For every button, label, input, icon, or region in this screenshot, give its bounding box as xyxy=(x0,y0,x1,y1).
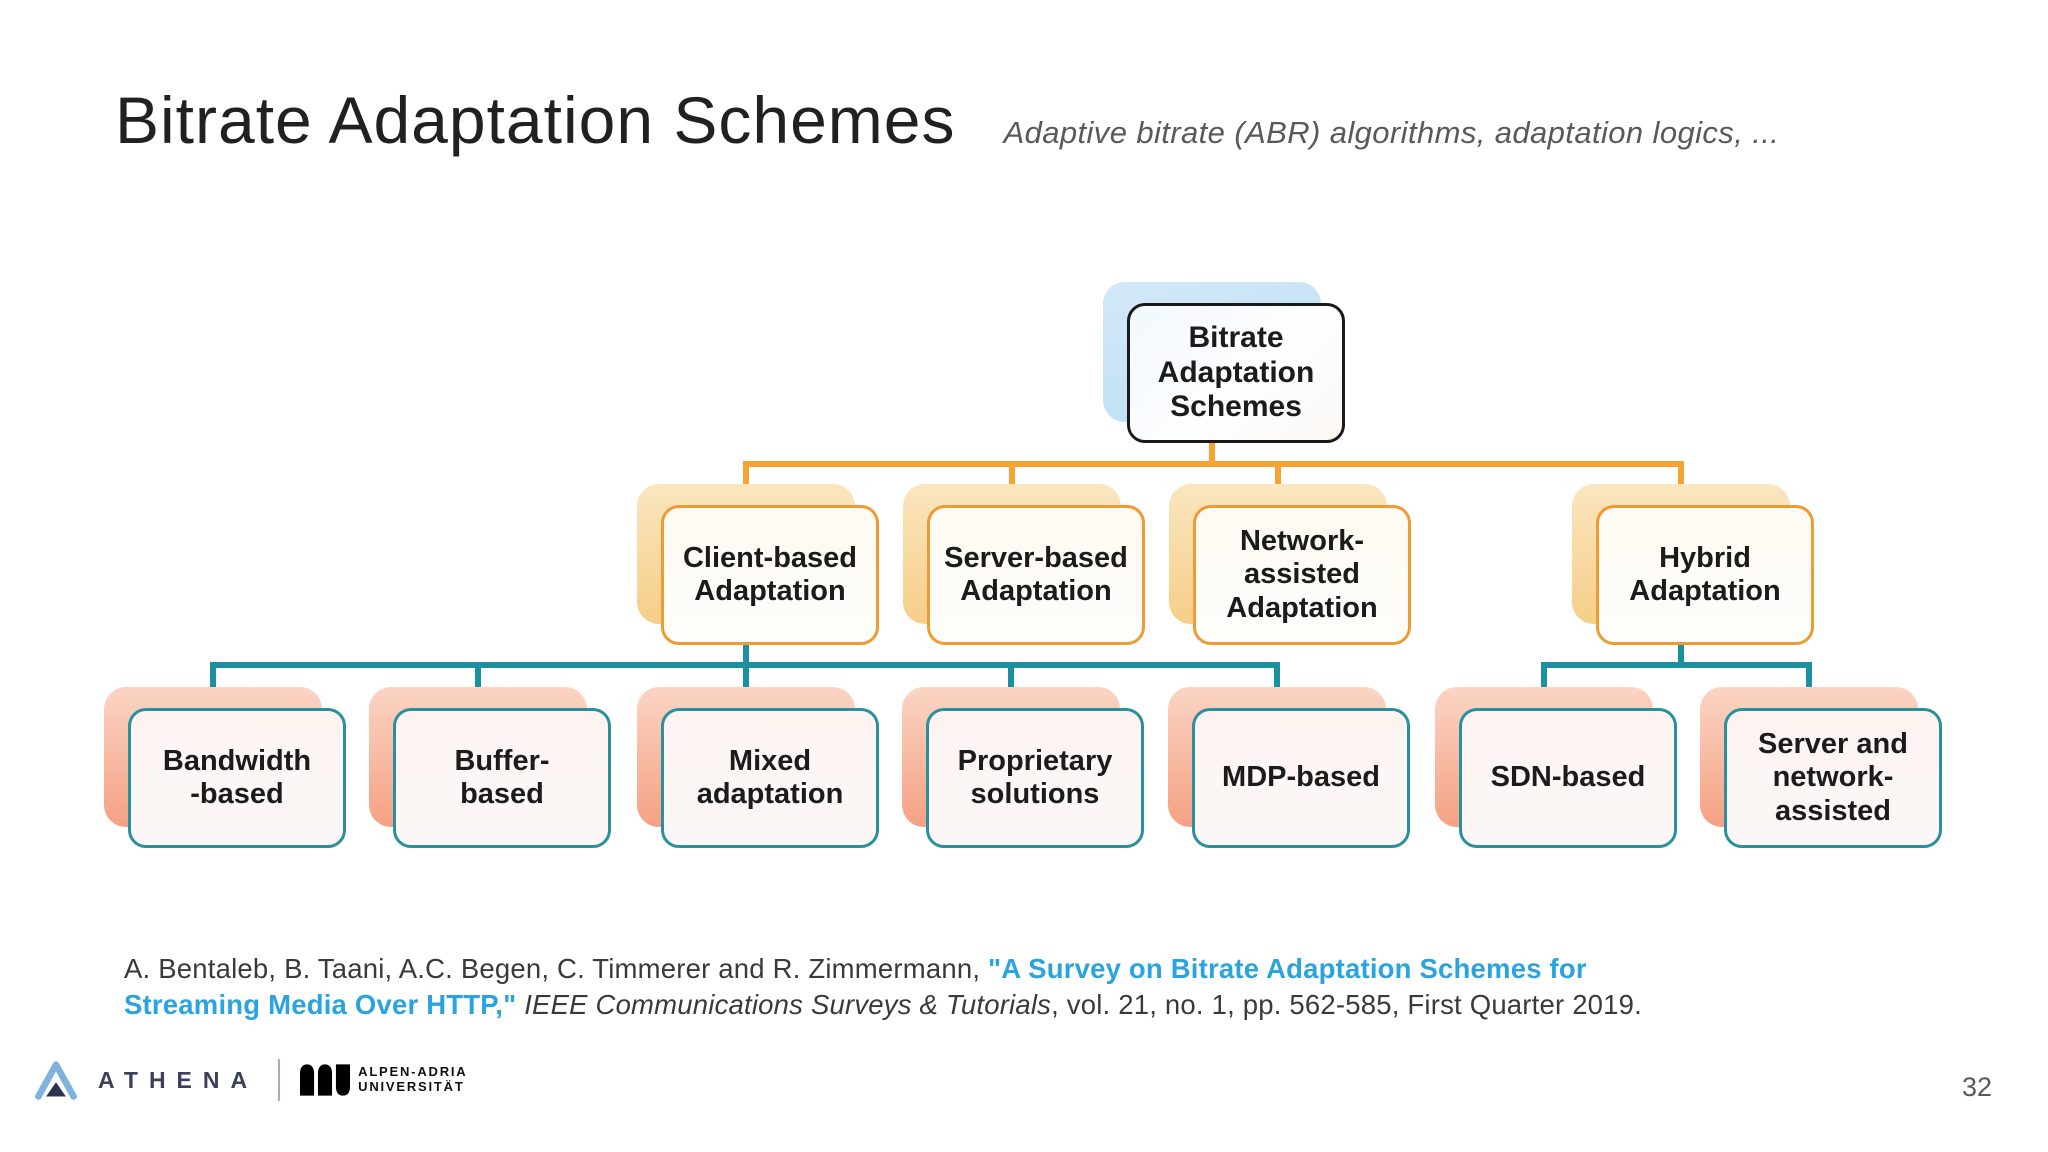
connector-buffer-stub xyxy=(475,662,481,710)
node-label: Proprietary solutions xyxy=(957,744,1113,810)
node-label: Bandwidth -based xyxy=(162,744,312,810)
connector-server-stub xyxy=(1009,461,1015,505)
connector-bandwidth-stub xyxy=(210,662,216,710)
node-label: Client-based Adaptation xyxy=(682,541,858,607)
page-number: 32 xyxy=(1961,1072,1992,1102)
citation-journal: IEEE Communications Surveys & Tutorials xyxy=(516,989,1052,1020)
connector-client-stub xyxy=(743,461,749,505)
brand-divider xyxy=(278,1059,281,1101)
page-subtitle: Adaptive bitrate (ABR) algorithms, adapt… xyxy=(1003,115,1780,150)
connector-hybrid-children-hline xyxy=(1541,662,1812,668)
citation-title-part2: Streaming Media Over HTTP," xyxy=(124,989,517,1020)
connector-network-stub xyxy=(1275,461,1281,505)
node-buffer-based: Buffer- based xyxy=(369,687,611,848)
citation-line-2: Streaming Media Over HTTP," IEEE Communi… xyxy=(124,987,1884,1023)
connector-proprietary-stub xyxy=(1008,662,1014,710)
aau-logo-icon xyxy=(300,1063,351,1097)
node-label: Server-based Adaptation xyxy=(944,541,1128,607)
node-sdn-based: SDN-based xyxy=(1435,687,1677,848)
connector-servernet-stub xyxy=(1806,662,1812,710)
node-label: SDN-based xyxy=(1490,761,1646,794)
node-label: Bitrate Adaptation Schemes xyxy=(1157,321,1315,424)
citation-title-part1: "A Survey on Bitrate Adaptation Schemes … xyxy=(988,953,1587,984)
node-label: MDP-based xyxy=(1222,761,1380,794)
node-server-based-adaptation: Server-based Adaptation xyxy=(903,484,1145,645)
node-label: Buffer- based xyxy=(454,744,550,810)
connector-root-stub xyxy=(1209,441,1215,467)
athena-logo-icon xyxy=(34,1060,78,1100)
university-name: ALPEN-ADRIA UNIVERSITÄT xyxy=(358,1065,467,1094)
node-label: Hybrid Adaptation xyxy=(1629,541,1781,607)
node-mdp-based: MDP-based xyxy=(1168,687,1410,848)
citation-authors: A. Bentaleb, B. Taani, A.C. Begen, C. Ti… xyxy=(124,953,989,984)
node-label: Server and network- assisted xyxy=(1758,727,1908,827)
university-name-line2: UNIVERSITÄT xyxy=(358,1079,465,1094)
university-name-line1: ALPEN-ADRIA xyxy=(358,1064,468,1080)
connector-sdn-stub xyxy=(1541,662,1547,710)
node-bitrate-adaptation-schemes: Bitrate Adaptation Schemes xyxy=(1103,282,1345,443)
node-proprietary-solutions: Proprietary solutions xyxy=(902,687,1144,848)
node-label: Network- assisted Adaptation xyxy=(1226,524,1378,624)
connector-mixed-stub xyxy=(743,662,749,710)
connector-level2-hline xyxy=(743,461,1684,467)
node-network-assisted-adaptation: Network- assisted Adaptation xyxy=(1169,484,1411,645)
connector-client-down-stub xyxy=(743,643,749,668)
connector-hybrid-stub xyxy=(1678,461,1684,505)
node-mixed-adaptation: Mixed adaptation xyxy=(637,687,879,848)
node-label: Mixed adaptation xyxy=(696,744,844,810)
node-hybrid-adaptation: Hybrid Adaptation xyxy=(1572,484,1814,645)
university-logo: ALPEN-ADRIA UNIVERSITÄT xyxy=(300,1063,467,1097)
node-server-network-assisted: Server and network- assisted xyxy=(1700,687,1942,848)
athena-wordmark: ATHENA xyxy=(98,1066,259,1093)
citation-volume-info: , vol. 21, no. 1, pp. 562-585, First Qua… xyxy=(1051,989,1643,1020)
page-title: Bitrate Adaptation Schemes xyxy=(115,83,956,157)
citation-line-1: A. Bentaleb, B. Taani, A.C. Begen, C. Ti… xyxy=(124,951,1884,987)
connector-mdp-stub xyxy=(1274,662,1280,710)
citation: A. Bentaleb, B. Taani, A.C. Begen, C. Ti… xyxy=(124,951,1884,1023)
node-bandwidth-based: Bandwidth -based xyxy=(104,687,346,848)
connector-hybrid-down-stub xyxy=(1678,643,1684,668)
header: Bitrate Adaptation Schemes Adaptive bitr… xyxy=(115,82,1779,158)
brand-bar: ATHENA ALPEN-ADRIA UNIVERSITÄT xyxy=(34,1056,467,1104)
node-client-based-adaptation: Client-based Adaptation xyxy=(637,484,879,645)
